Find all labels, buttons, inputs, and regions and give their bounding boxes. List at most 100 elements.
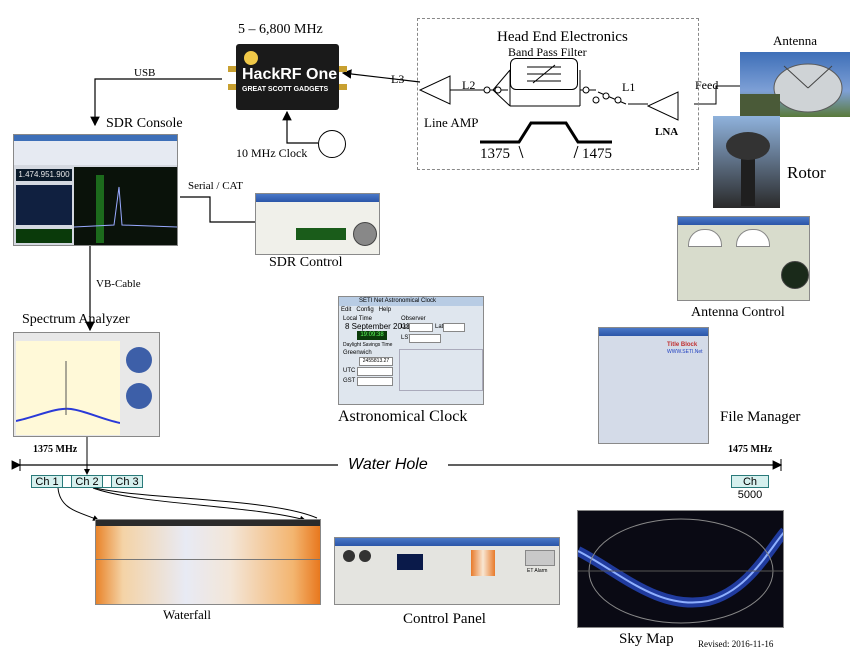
ribbon-toolbar (14, 141, 177, 165)
sky-map-label: Sky Map (619, 631, 674, 647)
antenna-control-window (677, 216, 810, 301)
window-title: SETI Net Astronomical Clock (359, 298, 437, 304)
channel-3[interactable]: Ch 3 (111, 475, 143, 488)
knob-icon (126, 347, 152, 373)
window-titlebar (96, 520, 320, 526)
title-block-label: Title Block (667, 342, 698, 348)
menu-bar: Edit Config Help (341, 307, 391, 313)
sky-map-screenshot (577, 510, 784, 628)
revised-label: Revised: 2016-11-16 (698, 639, 774, 649)
observer-label: Observer (401, 316, 426, 322)
window-titlebar (256, 194, 379, 202)
menu-item[interactable]: Help (378, 307, 392, 313)
f-low-label: 1375 (480, 146, 510, 162)
hackrf-maker: GREAT SCOTT GADGETS (242, 86, 329, 93)
window-titlebar (678, 217, 809, 225)
lat-field[interactable] (443, 323, 465, 332)
bpf-symbol (510, 58, 578, 90)
lst-field (409, 334, 441, 343)
sdr-console-label: SDR Console (106, 116, 183, 131)
site-label: WWW.SETI.Net (667, 349, 703, 355)
astro-clock-label: Astronomical Clock (338, 408, 468, 425)
sma-connector (228, 84, 236, 90)
rotor-photo (713, 116, 780, 208)
level-meter (16, 229, 72, 243)
menu-item[interactable]: Edit (341, 307, 352, 313)
dst-label: Daylight Savings Time (343, 342, 393, 348)
l2-label: L2 (462, 78, 476, 92)
azimuth-gauge-icon (688, 229, 722, 247)
tuning-knob-icon (353, 222, 377, 246)
lon-label: Lon (401, 324, 412, 330)
sma-connector (339, 84, 347, 90)
water-hole-title: Water Hole (348, 456, 428, 473)
head-end-box (417, 18, 699, 170)
clock-circle (318, 130, 346, 158)
window-titlebar (599, 328, 708, 336)
elevation-gauge-icon (736, 229, 770, 247)
compass-icon (781, 261, 809, 289)
antenna-photo (740, 52, 850, 117)
rotor-label: Rotor (787, 163, 826, 182)
spectrum-analyzer-screenshot (13, 332, 160, 437)
mini-spectrum (16, 185, 72, 225)
lna-icon (646, 91, 679, 121)
vbcable-label: VB-Cable (96, 278, 141, 290)
line-amp-icon (418, 75, 451, 105)
frequency-display: 1.474.951.900 (16, 169, 72, 181)
band-high-label: 1475 MHz (728, 444, 773, 455)
date-display: 8 September 2011 (345, 322, 411, 331)
spectrum-display (73, 167, 177, 245)
control-panel-label: Control Panel (403, 611, 486, 627)
gst-label: GST (343, 378, 356, 384)
greenwich-label: Greenwich (343, 350, 372, 356)
sdr-console-screenshot: 1.474.951.900 (13, 134, 178, 246)
utc-field (357, 367, 393, 376)
hackrf-device: HackRF One GREAT SCOTT GADGETS (228, 44, 347, 110)
clock-label: 10 MHz Clock (236, 146, 308, 160)
lon-field[interactable] (409, 323, 433, 332)
spectrum-label: Spectrum Analyzer (22, 312, 130, 327)
lna-label: LNA (655, 126, 679, 138)
marker-line (96, 559, 320, 560)
window-titlebar (14, 135, 177, 141)
knob-icon (126, 383, 152, 409)
gst-field (357, 377, 393, 386)
alarm-indicator (525, 550, 555, 566)
sma-connector (339, 66, 347, 72)
file-manager-window: Title Block WWW.SETI.Net (598, 327, 709, 444)
local-time-label: Local Time (343, 316, 373, 322)
control-panel-window: ET Alarm (334, 537, 560, 605)
waterfall-label: Waterfall (163, 607, 212, 622)
l3-label: L3 (391, 72, 405, 86)
lst-label: LST (401, 335, 413, 341)
sdr-control-window (255, 193, 380, 255)
time-display: 19:09:38 (357, 331, 387, 340)
feed-label: Feed (695, 78, 719, 92)
sma-connector (228, 66, 236, 72)
usb-label: USB (134, 67, 156, 79)
channel-5000[interactable]: Ch 5000 (731, 475, 769, 501)
hackrf-logo-icon (244, 51, 258, 65)
window-titlebar (335, 538, 559, 546)
lcd-display (296, 228, 346, 240)
astro-clock-window: SETI Net Astronomical Clock Edit Config … (338, 296, 484, 405)
lat-label: Lat (435, 324, 444, 330)
antenna-label: Antenna (773, 33, 818, 48)
head-end-title: Head End Electronics (497, 29, 628, 45)
hackrf-brand: HackRF One (242, 66, 338, 83)
line-amp-label: Line AMP (424, 115, 479, 130)
mini-waterfall (471, 550, 495, 576)
spectrum-plot (15, 341, 121, 435)
hackrf-freq-label: 5 – 6,800 MHz (238, 22, 323, 37)
utc-label: UTC (343, 368, 356, 374)
menu-item[interactable]: Config (356, 307, 374, 313)
l1-label: L1 (622, 80, 636, 94)
waterfall-screenshot (95, 519, 321, 605)
f-high-label: 1475 (582, 146, 612, 162)
file-manager-label: File Manager (720, 409, 801, 425)
preview-display (397, 554, 423, 570)
bpf-label: Band Pass Filter (508, 45, 587, 59)
window-titlebar: SETI Net Astronomical Clock (339, 297, 483, 306)
